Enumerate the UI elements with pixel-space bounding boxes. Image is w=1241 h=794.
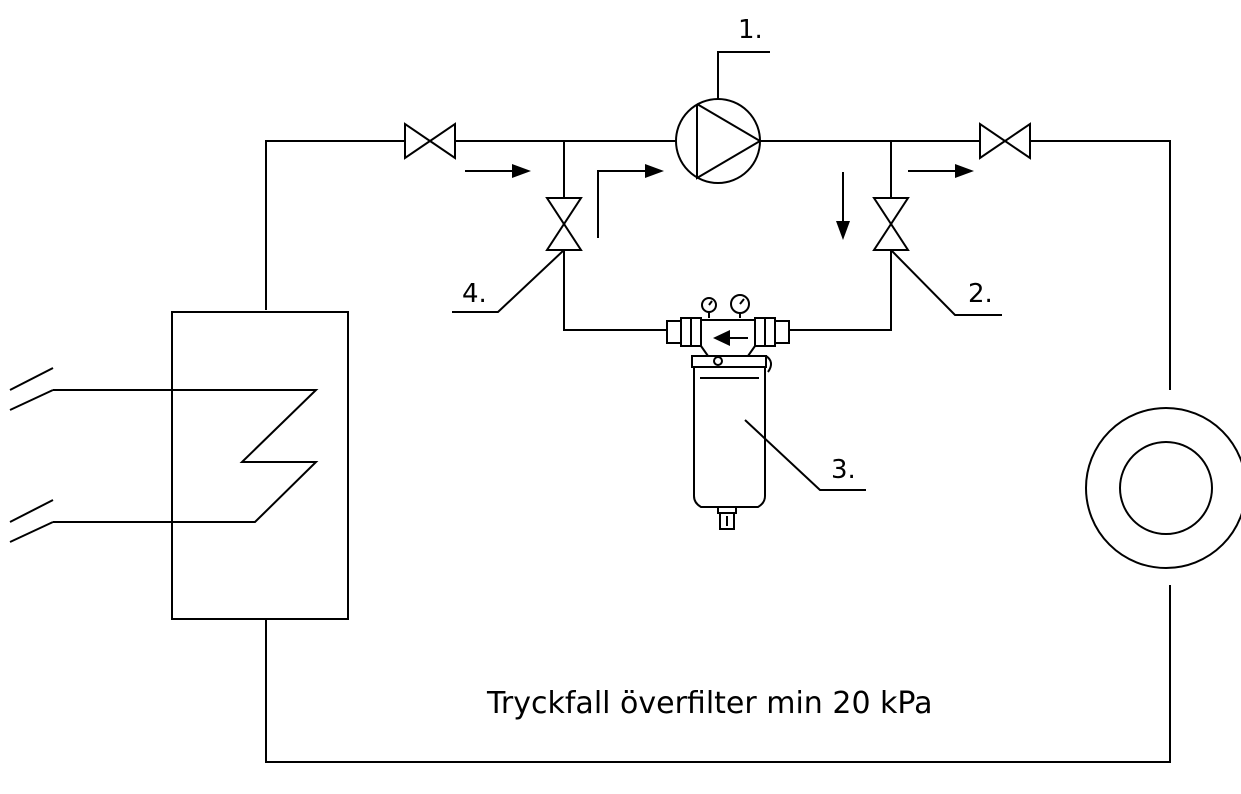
- filter-unit: [666, 294, 790, 530]
- label-filter: 3.: [831, 455, 856, 485]
- flow-arrow-to-pump: [597, 164, 664, 238]
- label-valve-right: 2.: [968, 279, 993, 309]
- caption-text: Tryckfall överfilter min 20 kPa: [486, 686, 933, 721]
- main-pipe-loop: [265, 140, 1171, 763]
- flow-arrow-inlet: [465, 164, 531, 178]
- consumer-unit: [1085, 407, 1241, 569]
- bypass-valve-left: [545, 197, 583, 251]
- bypass-valve-right: [872, 197, 910, 251]
- bypass-pipes: [563, 141, 892, 331]
- flow-arrow-down: [836, 172, 850, 240]
- pump-leader-line: [717, 51, 770, 99]
- pump-symbol: [675, 98, 762, 184]
- flow-arrow-outlet: [908, 164, 974, 178]
- valve-left-leader-line: [452, 249, 565, 313]
- heat-exchanger: [9, 311, 349, 620]
- label-valve-left: 4.: [462, 279, 487, 309]
- filter-leader-line: [744, 419, 866, 491]
- isolation-valve-left: [404, 122, 456, 160]
- valve-right-leader-line: [890, 249, 1002, 316]
- isolation-valve-right: [979, 122, 1031, 160]
- label-pump: 1.: [738, 15, 763, 45]
